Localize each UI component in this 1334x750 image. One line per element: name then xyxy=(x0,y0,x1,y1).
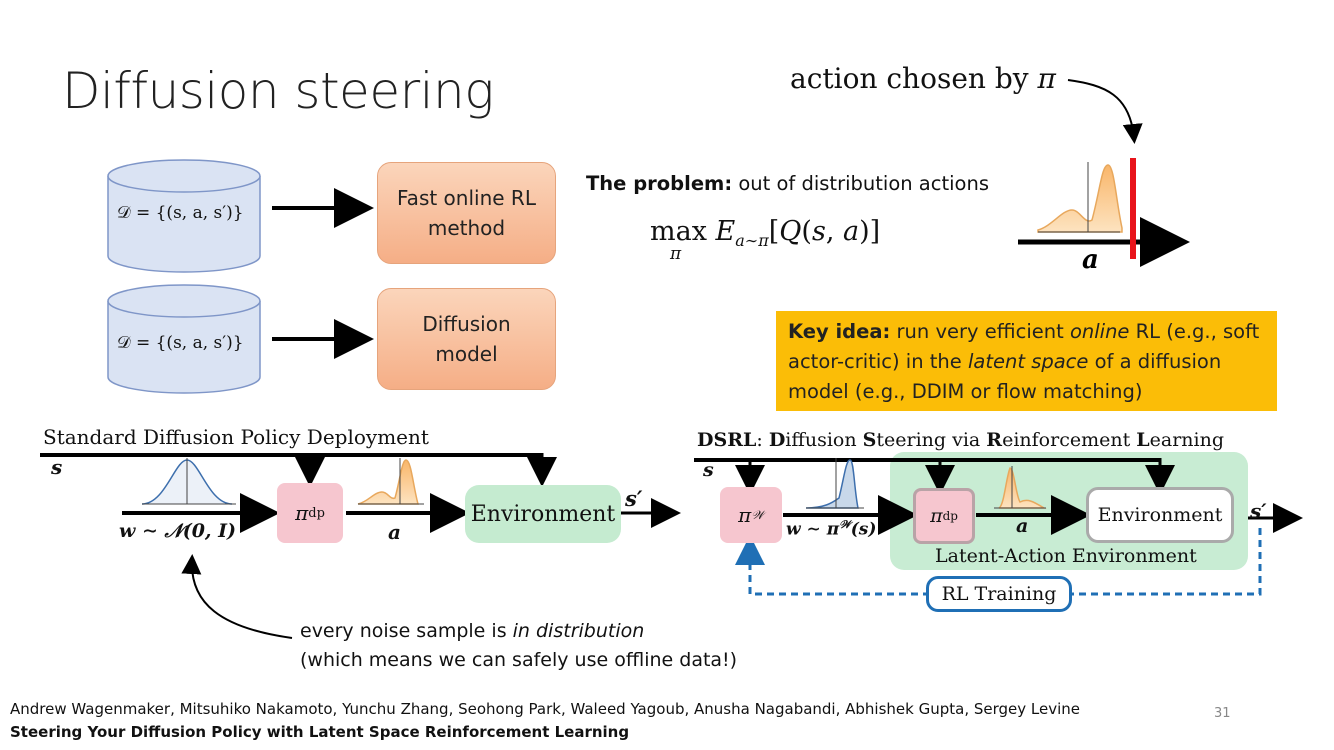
density-curve xyxy=(1037,164,1123,233)
page-number: 31 xyxy=(1214,706,1231,721)
box-line: model xyxy=(435,342,498,366)
note-arrow xyxy=(181,554,293,639)
action-density-curve xyxy=(998,467,1047,509)
note-text: (which means we can safely use offline d… xyxy=(300,649,738,671)
dataset-diagram xyxy=(107,159,374,394)
note-text: every noise sample is xyxy=(300,620,513,642)
box-line: Fast online RL xyxy=(397,186,536,210)
action-density-curve xyxy=(357,459,419,505)
action-chosen-label: action chosen by π xyxy=(790,62,1056,95)
box-line: method xyxy=(427,216,506,240)
key-idea-text: RL (e.g., soft actor-critic) in the xyxy=(788,320,1260,373)
paper-title: Steering Your Diffusion Policy with Late… xyxy=(10,723,630,741)
chosen-action-bar xyxy=(1130,158,1136,259)
authors: Andrew Wagenmaker, Mitsuhiko Nakamoto, Y… xyxy=(10,700,1081,718)
problem-desc: out of distribution actions xyxy=(732,172,989,195)
state-label: s xyxy=(51,455,63,479)
curved-arrow xyxy=(1067,79,1143,144)
latent-env-label: Latent-Action Environment xyxy=(935,545,1197,567)
key-idea-box: Key idea: run very efficient online RL (… xyxy=(776,311,1277,411)
database-icon xyxy=(107,284,261,394)
noise-tail: (s) xyxy=(850,519,877,540)
rl-feedback-loop xyxy=(735,528,1262,596)
box-line: Diffusion xyxy=(422,312,511,336)
pi-symbol: π xyxy=(295,501,309,525)
noise-text: w ∼ π xyxy=(786,519,840,540)
latent-policy-curve xyxy=(805,459,859,509)
database-icon xyxy=(107,159,261,273)
fast-online-rl-box: Fast online RL method xyxy=(377,162,556,264)
pi-symbol: π xyxy=(930,505,943,527)
noise-note: every noise sample is in distribution (w… xyxy=(300,617,737,675)
dataset-label: 𝒟 = {(s, a, s′)} xyxy=(117,333,244,353)
next-state-label: s′ xyxy=(625,486,643,511)
standard-diagram-title: Standard Diffusion Policy Deployment xyxy=(43,425,429,449)
latent-noise-label: w ∼ π𝒲(s) xyxy=(786,518,876,540)
axis-label: a xyxy=(1082,245,1099,270)
pi-sub: dp xyxy=(308,505,325,521)
note-emph: in distribution xyxy=(512,620,645,642)
pi-symbol: π xyxy=(738,503,752,527)
dsrl-diagram xyxy=(694,458,1303,596)
key-idea-label: Key idea: xyxy=(788,320,891,343)
pi-sup: 𝒲 xyxy=(751,507,764,522)
diffusion-model-box: Diffusion model xyxy=(377,288,556,390)
action-label: a xyxy=(1016,515,1029,537)
problem-label: The problem: xyxy=(586,172,733,195)
standard-diagram xyxy=(40,453,681,533)
action-distribution: a xyxy=(1018,79,1190,270)
environment-box: Environment xyxy=(1086,487,1234,543)
pi-sub: dp xyxy=(942,509,958,523)
next-state-label: s′ xyxy=(1250,499,1267,523)
slide-title: Diffusion steering xyxy=(62,62,494,120)
key-idea-emph: latent space xyxy=(967,350,1089,373)
action-label: a xyxy=(388,520,401,544)
noise-sup: 𝒲 xyxy=(839,518,851,531)
rl-training-box: RL Training xyxy=(926,576,1072,612)
dsrl-diagram-title: DSRL: Diffusion Steering via Reinforceme… xyxy=(697,429,1224,451)
noise-label: w ∼ 𝒩(0, I) xyxy=(119,520,237,542)
dataset-label: 𝒟 = {(s, a, s′)} xyxy=(117,203,244,223)
key-idea-emph: online xyxy=(1069,320,1130,343)
key-idea-text: of a diffusion model (e.g., DDIM or flow… xyxy=(788,350,1222,403)
environment-box: Environment xyxy=(465,485,621,543)
state-label: s xyxy=(703,459,714,481)
problem-text: The problem: out of distribution actions xyxy=(586,172,989,195)
key-idea-text: run very efficient xyxy=(890,320,1070,343)
